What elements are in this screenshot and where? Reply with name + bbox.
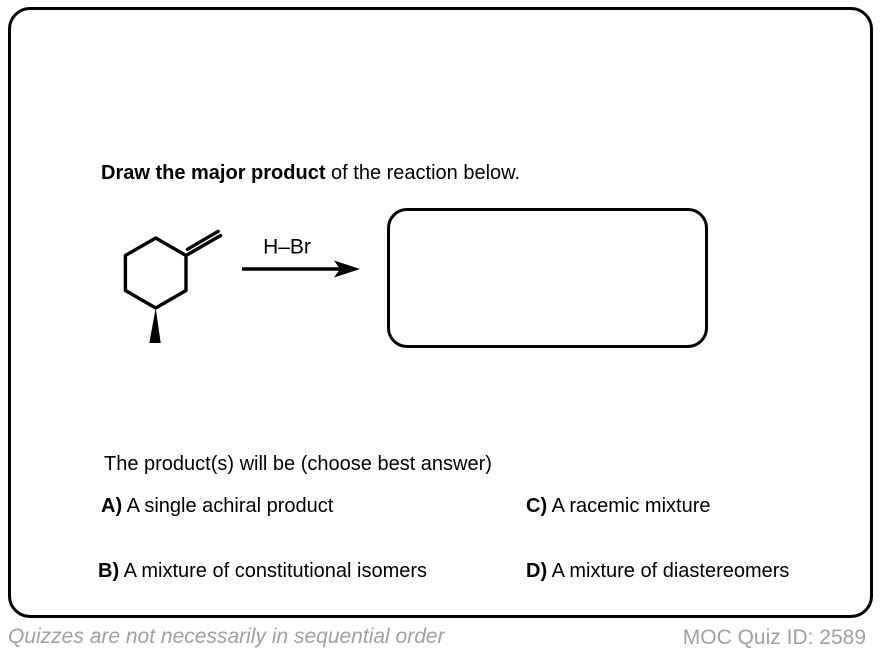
exocyclic-double-bond-inner — [185, 229, 220, 252]
option-c[interactable]: C) A racemic mixture — [526, 494, 711, 518]
question-title: Draw the major product of the reaction b… — [101, 161, 520, 185]
question-title-bold: Draw the major product — [101, 162, 326, 184]
option-c-key: C) — [526, 495, 548, 517]
reagent-label: H–Br — [263, 236, 311, 259]
option-d-label: A mixture of diastereomers — [551, 560, 790, 582]
reaction-scheme: H–Br — [123, 229, 360, 343]
question-title-rest: of the reaction below. — [325, 162, 521, 184]
option-a-label: A single achiral product — [126, 495, 334, 517]
methyl-wedge-bond — [149, 308, 161, 343]
cyclohexane-ring — [123, 236, 188, 310]
option-d-key: D) — [526, 560, 548, 582]
option-b-key: B) — [98, 560, 120, 582]
option-c-label: A racemic mixture — [551, 495, 711, 517]
option-b-label: A mixture of constitutional isomers — [123, 560, 428, 582]
exocyclic-double-bond-outer — [184, 233, 223, 258]
option-a-key: A) — [101, 495, 123, 517]
quiz-id: MOC Quiz ID: 2589 — [682, 626, 866, 649]
option-d[interactable]: D) A mixture of diastereomers — [526, 559, 789, 583]
option-a[interactable]: A) A single achiral product — [101, 494, 333, 518]
followup-prompt: The product(s) will be (choose best answ… — [104, 453, 492, 475]
reaction-arrow-head — [334, 260, 360, 278]
product-answer-box[interactable] — [387, 208, 708, 348]
footer-note: Quizzes are not necessarily in sequentia… — [8, 625, 445, 648]
option-b[interactable]: B) A mixture of constitutional isomers — [98, 559, 427, 583]
